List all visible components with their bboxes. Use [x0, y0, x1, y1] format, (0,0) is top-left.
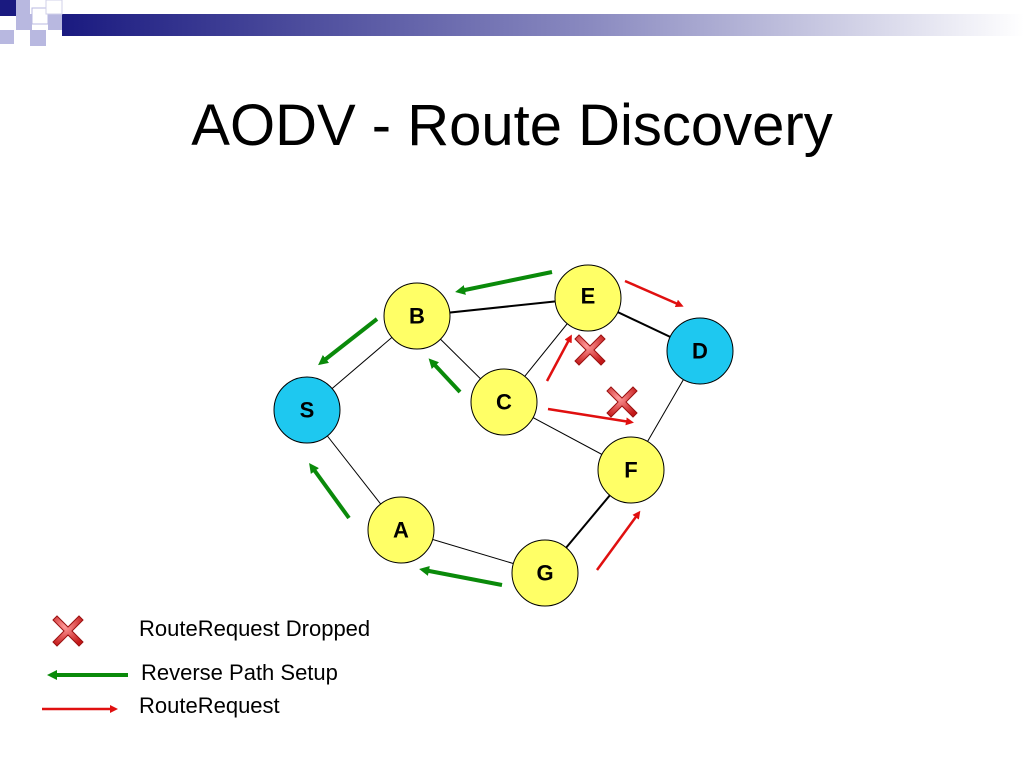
- node-label: E: [581, 284, 596, 309]
- node-circle: [367, 496, 435, 564]
- nodes-layer: S A B C D E F G: [273, 264, 734, 607]
- node-label: D: [692, 339, 708, 364]
- node-b: B: [383, 282, 451, 350]
- request-arrow-c-e: [545, 334, 572, 382]
- node-circle: [470, 368, 538, 436]
- node-label: S: [300, 398, 315, 423]
- node-d: D: [666, 317, 734, 385]
- legend-reverse-label: Reverse Path Setup: [141, 660, 338, 685]
- reverse-arrow-c-b: [428, 358, 462, 394]
- title-decoration: [0, 0, 1024, 46]
- legend-request-label: RouteRequest: [139, 693, 280, 718]
- node-label: B: [409, 304, 425, 329]
- node-a: A: [367, 496, 435, 564]
- node-s: S: [273, 376, 341, 444]
- node-circle: [554, 264, 622, 332]
- node-label: A: [393, 518, 409, 543]
- dropped-x-icon: [574, 334, 606, 366]
- request-arrow-e-d: [624, 279, 684, 308]
- node-label: G: [536, 561, 553, 586]
- node-circle: [666, 317, 734, 385]
- node-f: F: [597, 436, 665, 504]
- reverse-arrow-g-a: [419, 566, 503, 587]
- node-label: F: [624, 458, 637, 483]
- reverse-arrow-a-s: [309, 462, 351, 520]
- node-c: C: [470, 368, 538, 436]
- request-arrow-g-f: [595, 510, 641, 571]
- request-arrow-c-f: [547, 407, 634, 426]
- node-g: G: [511, 539, 579, 607]
- node-circle: [383, 282, 451, 350]
- dropped-x-icon: [606, 386, 638, 418]
- node-circle: [273, 376, 341, 444]
- legend-dropped-label: RouteRequest Dropped: [139, 616, 371, 641]
- reverse-path-arrows: [309, 270, 553, 587]
- node-circle: [511, 539, 579, 607]
- node-circle: [597, 436, 665, 504]
- page-title: AODV - Route Discovery: [191, 93, 833, 158]
- reverse-arrow-e-b: [455, 270, 553, 295]
- route-request-arrows: [545, 279, 684, 571]
- legend-dropped-x-icon: [52, 615, 84, 647]
- node-label: C: [496, 390, 512, 415]
- reverse-arrow-b-s: [318, 317, 379, 366]
- node-e: E: [554, 264, 622, 332]
- links-layer: [306, 297, 701, 574]
